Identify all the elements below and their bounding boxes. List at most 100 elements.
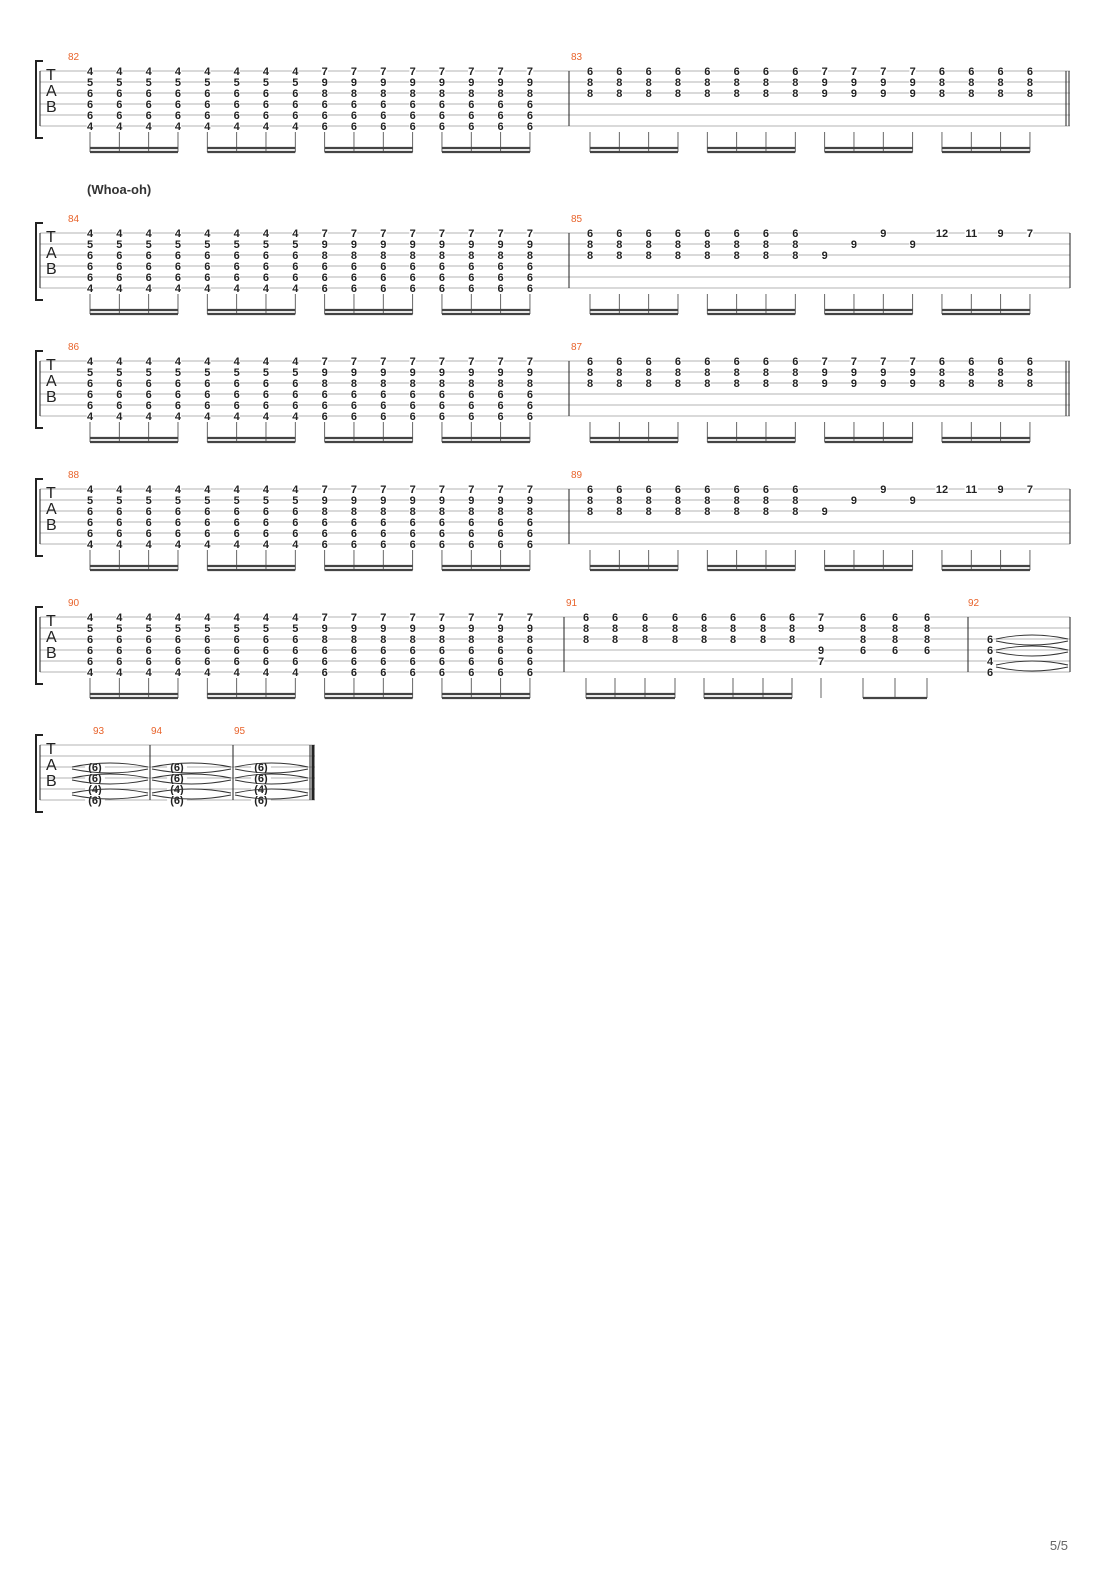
fret-number: 7 [527,612,533,624]
fret-backdrop [438,121,446,131]
fret-backdrop [467,367,475,377]
fret-backdrop [997,88,1004,98]
fret-backdrop [174,539,182,549]
fret-number: 8 [701,634,707,646]
fret-backdrop [174,484,182,494]
fret-number: 8 [792,239,798,251]
fret-backdrop [321,261,328,271]
fret-backdrop [145,528,152,538]
fret-number: 9 [527,367,533,379]
fret-backdrop [733,77,740,87]
fret-backdrop [467,495,475,505]
fret-number: 9 [998,228,1004,240]
fret-number: 6 [410,517,416,529]
fret-backdrop [821,88,828,98]
fret-backdrop [204,411,211,421]
fret-number: 8 [998,88,1004,100]
fret-backdrop [145,88,152,98]
fret-number: 6 [587,484,593,496]
fret-number: 6 [87,272,93,284]
tie-arc [71,773,149,779]
fret-backdrop [733,367,740,377]
fret-backdrop [145,99,152,109]
fret-number: 8 [616,506,622,518]
fret-number: 6 [204,110,210,122]
fret-number: 6 [87,656,93,668]
fret-backdrop [792,239,799,249]
fret-backdrop [145,250,152,260]
chord: 688 [674,356,682,442]
fret-backdrop [467,356,475,366]
chord: (6)(6)(4)(6) [251,762,271,807]
fret-number: 6 [468,261,474,273]
fret-number: 4 [87,539,94,551]
fret-number: 4 [234,283,241,295]
fret-number: 5 [146,77,152,89]
fret-number: 8 [998,77,1004,89]
fret-backdrop [204,517,211,527]
fret-number: 7 [527,356,533,368]
fret-backdrop [145,667,152,677]
fret-number: 8 [734,250,740,262]
fret-number: 8 [587,88,593,100]
fret-number: 8 [704,367,710,379]
tab-clef-letter: T [46,613,56,630]
fret-backdrop [262,623,270,633]
fret-backdrop [86,495,94,505]
fret-number: 6 [292,110,298,122]
fret-number: 4 [87,228,94,240]
fret-backdrop [438,99,446,109]
fret-backdrop [967,88,975,98]
fret-backdrop [321,667,328,677]
measure-84: 8445666445666445666445666445666445666445… [68,214,570,316]
fret-backdrop [938,77,946,87]
fret-number: 6 [410,99,416,111]
fret-backdrop [85,784,105,794]
fret-number: 8 [998,367,1004,379]
fret-number: 4 [292,539,299,551]
fret-number: (6) [88,762,102,774]
fret-backdrop [292,400,299,410]
fret-backdrop [582,634,590,644]
fret-backdrop [497,239,504,249]
fret-backdrop [321,272,328,282]
fret-backdrop [233,239,240,249]
fret-backdrop [204,623,211,633]
fret-backdrop [792,77,799,87]
fret-backdrop [86,517,94,527]
fret-backdrop [380,623,387,633]
chord: 9 [821,250,828,314]
fret-number: 7 [1027,228,1033,240]
fret-number: 5 [263,239,269,251]
fret-number: 6 [498,110,504,122]
fret-backdrop [145,495,152,505]
fret-number: 6 [263,261,269,273]
chord: 688 [792,66,799,152]
fret-backdrop [997,356,1004,366]
fret-number: 9 [998,484,1004,496]
fret-number: 6 [439,389,445,401]
fret-backdrop [292,367,299,377]
fret-backdrop [674,239,682,249]
fret-backdrop [909,239,916,249]
fret-backdrop [645,66,652,76]
fret-number: 8 [1027,77,1033,89]
fret-number: 6 [292,656,298,668]
fret-number: 6 [380,272,386,284]
fret-backdrop [262,356,270,366]
fret-number: 8 [616,77,622,89]
fret-number: 8 [498,634,504,646]
fret-backdrop [616,88,623,98]
fret-number: 8 [792,495,798,507]
fret-backdrop [251,795,271,805]
fret-backdrop [409,283,416,293]
fret-backdrop [145,656,152,666]
fret-number: 7 [468,612,474,624]
